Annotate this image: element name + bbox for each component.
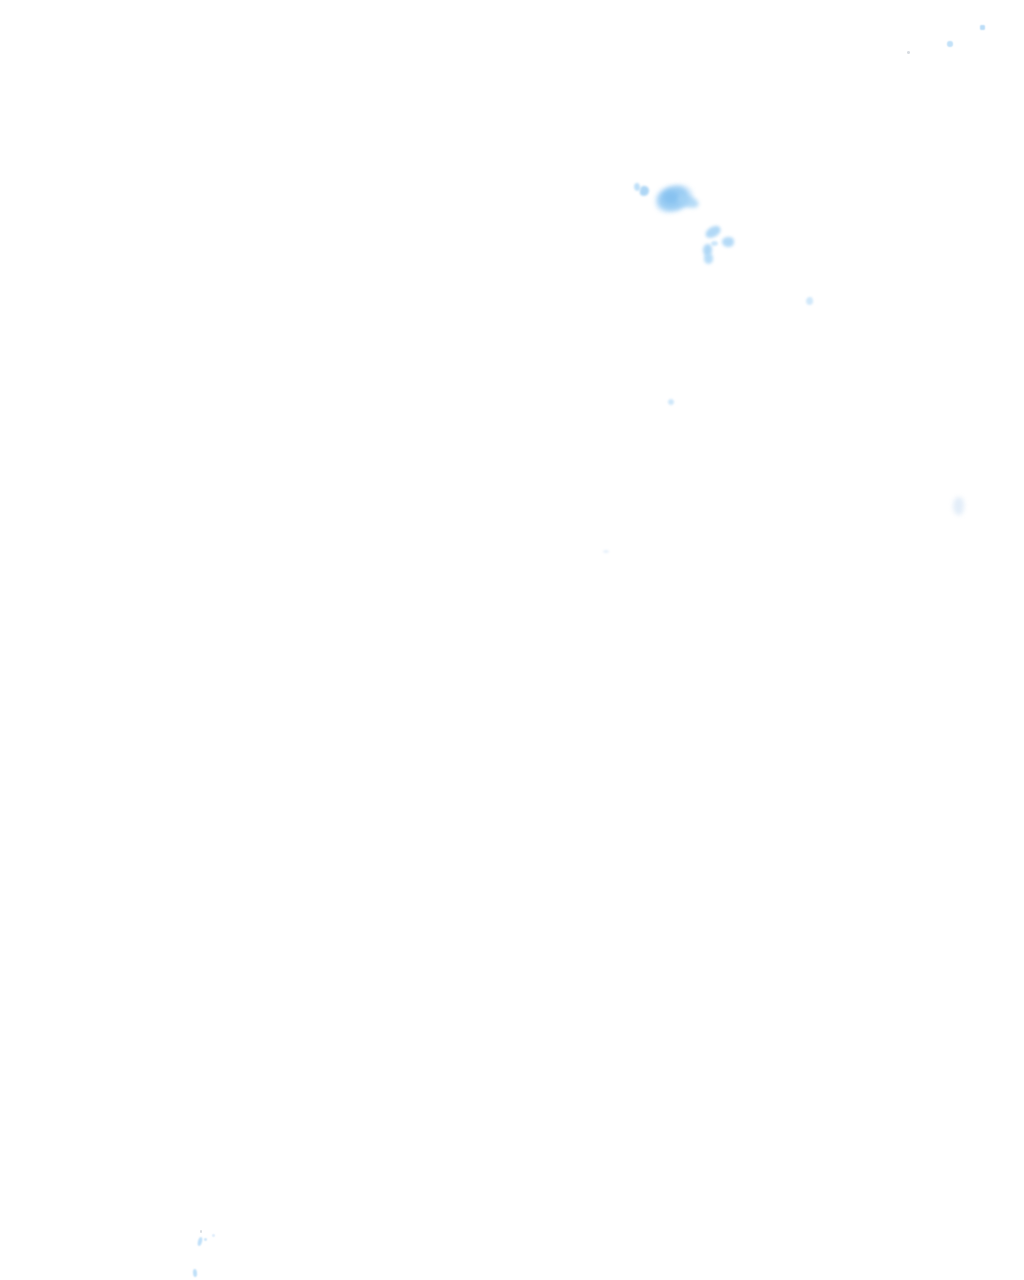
pale-smudge-right <box>952 496 965 516</box>
squiggle-blot-left-a <box>633 182 641 192</box>
cluster-diagonal-blot <box>703 223 723 241</box>
speck-center <box>668 399 674 405</box>
cluster-small-blot <box>711 241 718 246</box>
main-blob-tail <box>676 193 701 210</box>
main-blob-core <box>663 191 679 204</box>
speck-top-right-b <box>947 41 953 47</box>
dot-bottom-left-gray <box>200 1230 202 1233</box>
speck-mid-right <box>805 296 814 306</box>
main-blob-halo <box>653 182 695 215</box>
main-blob-body <box>657 185 689 212</box>
dot-bottom-left-b <box>204 1238 207 1241</box>
faint-dash-center <box>603 550 609 553</box>
dot-bottom-left-c <box>212 1234 215 1237</box>
cluster-vertical-blot <box>702 243 713 257</box>
dash-bottom-left-a <box>196 1236 204 1247</box>
cluster-round-blot <box>722 237 734 247</box>
squiggle-blot-left-b <box>639 185 650 197</box>
cluster-teardrop-blot <box>704 254 713 264</box>
speck-top-right-a <box>980 25 985 30</box>
dash-bottom-left-d <box>192 1268 198 1278</box>
speck-top-right-gray <box>907 51 910 54</box>
